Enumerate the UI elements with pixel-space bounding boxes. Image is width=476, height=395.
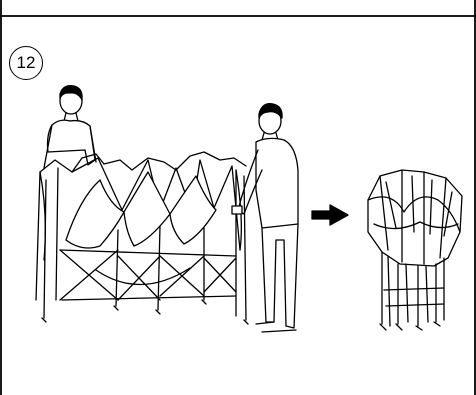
canopy-frame-expanded-icon bbox=[35, 151, 249, 325]
person-right-icon bbox=[231, 103, 299, 333]
right-arrow-icon bbox=[311, 204, 349, 226]
person-left-icon bbox=[43, 85, 97, 169]
canopy-frame-folded-icon bbox=[367, 169, 463, 331]
step-number: 12 bbox=[9, 46, 43, 80]
